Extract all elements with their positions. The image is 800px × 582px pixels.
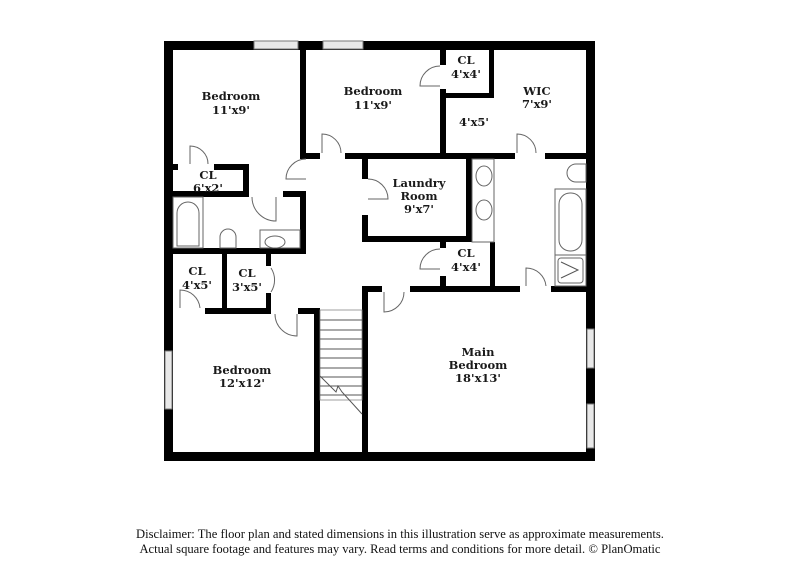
room-name-closet-4x4-mid: CL (457, 246, 474, 260)
room-name-bedroom-nw: Bedroom (202, 89, 261, 103)
room-name-laundry: Laundry (392, 176, 445, 190)
room-name-bedroom-n: Bedroom (344, 84, 403, 98)
room-labels: Bedroom 11'x9' Bedroom 11'x9' CL 4'x4' W… (182, 53, 552, 390)
room-name-wic: WIC (522, 84, 550, 98)
toilet-icon (219, 228, 237, 249)
room-name-laundry-2: Room (400, 189, 437, 203)
room-name-closet-4x5-w: CL (188, 264, 205, 278)
room-dims-wic: 7'x9' (522, 97, 552, 111)
disclaimer-line-2: Actual square footage and features may v… (139, 542, 661, 556)
window-east-2 (586, 403, 595, 449)
window-north-1 (253, 40, 299, 50)
room-dims-closet-4x4-mid: 4'x4' (451, 260, 481, 274)
room-dims-bedroom-n: 11'x9' (354, 98, 392, 112)
sink-icon-1 (475, 165, 493, 187)
room-dims-bedroom-sw: 12'x12' (219, 376, 265, 390)
sink-icon-2 (475, 199, 493, 221)
room-dims-laundry: 9'x7' (404, 202, 434, 216)
floor-plan: Bedroom 11'x9' Bedroom 11'x9' CL 4'x4' W… (164, 40, 595, 461)
staircase (319, 309, 363, 415)
room-dims-closet-n: 4'x4' (451, 67, 481, 81)
hall-bath-fixtures (172, 196, 301, 249)
room-dims-bedroom-nw: 11'x9' (212, 103, 250, 117)
room-dims-closet-4x5-w: 4'x5' (182, 278, 212, 292)
room-name-main-bedroom: Main (462, 345, 496, 359)
room-name-bedroom-sw: Bedroom (213, 363, 272, 377)
room-name-closet-n: CL (457, 53, 474, 67)
room-dims-main-bedroom: 18'x13' (455, 371, 501, 385)
window-east-1 (586, 328, 595, 369)
windows (164, 40, 595, 449)
window-north-2 (322, 40, 364, 50)
sink-icon (264, 235, 286, 249)
room-dims-closet-3x5: 3'x5' (232, 280, 262, 294)
doors (179, 65, 547, 337)
disclaimer-line-1: Disclaimer: The floor plan and stated di… (136, 527, 664, 541)
room-dims-closet-6x2: 6'x2' (193, 181, 223, 195)
room-name-closet-3x5: CL (238, 266, 255, 280)
window-west (164, 350, 173, 410)
master-bath-fixtures (471, 158, 587, 287)
room-name-main-bedroom-2: Bedroom (449, 358, 508, 372)
room-name-closet-6x2: CL (199, 168, 216, 182)
interior-walls (164, 41, 595, 461)
room-dims-closet-4x5-ne: 4'x5' (459, 115, 489, 129)
toilet-icon-master (566, 163, 587, 183)
